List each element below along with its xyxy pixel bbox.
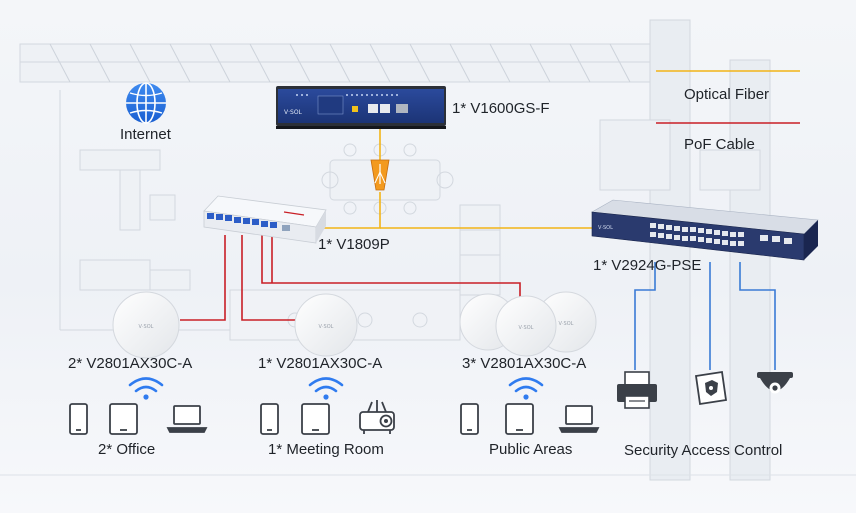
optical-fiber-cables [300, 70, 800, 229]
core-switch-v1600gs-f: V·SOL [276, 86, 446, 129]
camera-icon [757, 372, 793, 394]
phone-icon [69, 403, 88, 435]
svg-text:V·SOL: V·SOL [598, 225, 613, 231]
printer-icon [617, 371, 657, 409]
poe-cable-legend-label: PoF Cable [684, 136, 755, 153]
poe-switch-large-label: 1* V2924G-PSE [593, 257, 702, 274]
projector-icon [359, 400, 395, 434]
svg-text:V·SOL: V·SOL [139, 324, 154, 330]
poe-switch-v2924g-pse: V·SOL [591, 199, 819, 261]
access-point: V·SOL [112, 291, 180, 359]
phone-icon [460, 403, 479, 435]
laptop-icon [558, 405, 600, 433]
access-point: V·SOL [294, 293, 358, 357]
ap-count-label-office: 2* V2801AX30C-A [68, 355, 193, 372]
poe-switch-small-label: 1* V1809P [318, 236, 390, 253]
ap-count-label-public-areas: 3* V2801AX30C-A [462, 355, 587, 372]
optical-splitter [370, 159, 390, 191]
access-point: V·SOL [495, 295, 557, 357]
svg-text:V·SOL: V·SOL [559, 321, 574, 327]
wifi-icon [308, 377, 344, 400]
wifi-icon [128, 377, 164, 400]
area-label-meeting-room: 1* Meeting Room [268, 441, 384, 458]
ap-count-label-meeting-room: 1* V2801AX30C-A [258, 355, 383, 372]
laptop-icon [166, 405, 208, 433]
ethernet-cables [634, 262, 776, 370]
tablet-icon [505, 403, 534, 435]
globe-icon [126, 82, 166, 124]
svg-text:V·SOL: V·SOL [319, 324, 334, 330]
optical-fiber-legend-label: Optical Fiber [684, 86, 770, 103]
area-label-public-areas: Public Areas [489, 441, 573, 458]
tablet-icon [109, 403, 138, 435]
background-architecture [0, 19, 856, 481]
svg-text:V·SOL: V·SOL [284, 109, 303, 116]
tablet-icon [301, 403, 330, 435]
internet-label: Internet [120, 126, 171, 143]
core-switch-label: 1* V1600GS-F [452, 100, 550, 117]
phone-icon [260, 403, 279, 435]
access-control-icon [694, 370, 728, 406]
poe-switch-v1809p [203, 195, 327, 244]
poe-cables [180, 122, 800, 321]
security-access-control-label: Security Access Control [624, 442, 783, 459]
area-label-office: 2* Office [98, 441, 156, 458]
wifi-icon [508, 377, 544, 400]
svg-text:V·SOL: V·SOL [519, 325, 534, 331]
